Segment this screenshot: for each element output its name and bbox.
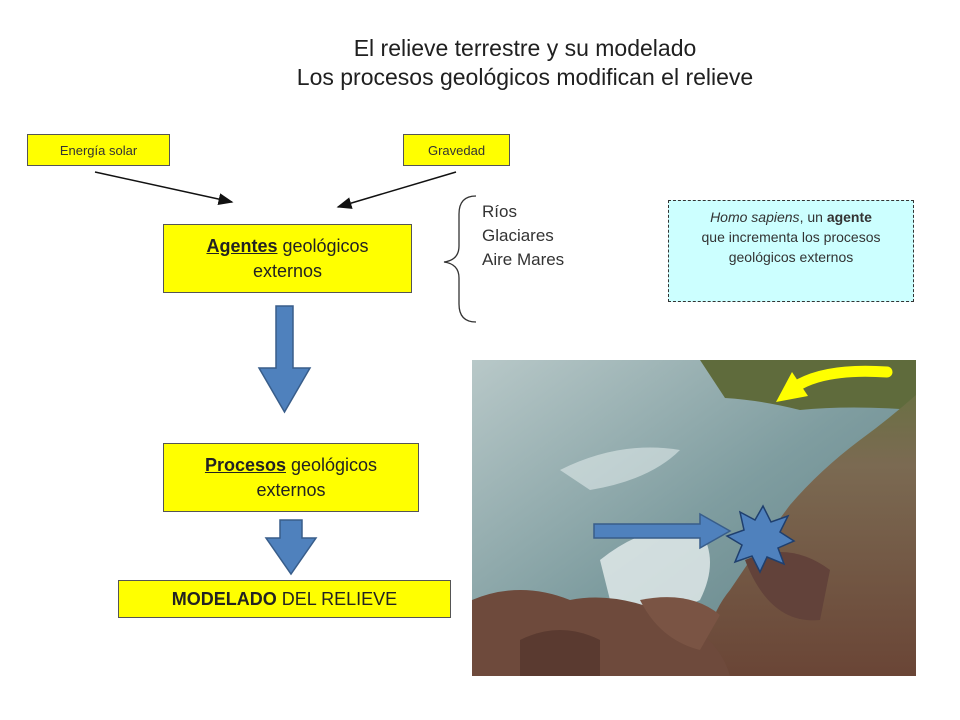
arrow-agents-to-processes <box>257 305 312 414</box>
arrow-gravity-to-agents <box>336 171 457 209</box>
processes-rest: geológicos <box>285 454 378 475</box>
agents-bold: Agentes <box>206 235 278 256</box>
arrow-processes-to-result <box>264 519 318 576</box>
homo-sapiens-box: Homo sapiens, un agente que incrementa l… <box>668 200 914 302</box>
agents-list-item: Aire Mares <box>482 250 565 269</box>
homo-bold: agente <box>826 209 872 225</box>
agents-list-item: Ríos <box>482 202 517 221</box>
arrow-solar-to-agents <box>94 171 234 205</box>
agents-box: Agentes geológicos externos <box>163 224 412 293</box>
result-bold: MODELADO <box>171 588 277 609</box>
agents-list: Ríos Glaciares Aire Mares <box>482 200 564 272</box>
processes-box: Procesos geológicos externos <box>163 443 419 512</box>
coast-photo <box>472 360 916 676</box>
solar-energy-box: Energía solar <box>27 134 170 166</box>
result-box: MODELADO DEL RELIEVE <box>118 580 451 618</box>
brace <box>443 195 477 323</box>
gravity-box: Gravedad <box>403 134 510 166</box>
homo-line-3: geológicos externos <box>728 249 854 265</box>
agents-list-item: Glaciares <box>482 226 554 245</box>
solar-energy-label: Energía solar <box>59 142 138 158</box>
title-line-1: El relieve terrestre y su modelado <box>353 35 697 61</box>
processes-line-2: externos <box>256 479 326 500</box>
diagram-title: El relieve terrestre y su modelado Los p… <box>0 34 960 92</box>
impact-starburst <box>725 504 796 574</box>
homo-line-2: que incrementa los procesos <box>701 229 881 245</box>
homo-mid: , un <box>799 209 827 225</box>
processes-bold: Procesos <box>204 454 286 475</box>
blue-arrow-photo <box>593 512 732 550</box>
agents-line-2: externos <box>252 260 323 281</box>
title-line-2: Los procesos geológicos modifican el rel… <box>296 64 754 90</box>
result-rest: DEL RELIEVE <box>276 588 398 609</box>
yellow-curved-arrow <box>794 365 893 390</box>
gravity-label: Gravedad <box>427 142 486 158</box>
yellow-arrow-head <box>776 372 808 402</box>
homo-italic: Homo sapiens <box>710 209 800 225</box>
agents-rest: geológicos <box>277 235 369 256</box>
